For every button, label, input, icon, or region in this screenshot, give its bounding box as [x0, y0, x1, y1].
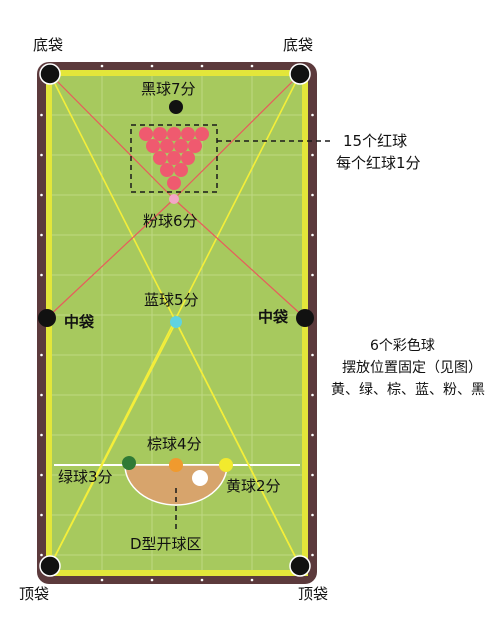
- blue-ball: [170, 316, 182, 328]
- label-reds-count: 15个红球: [343, 132, 407, 150]
- label-top-pocket-right: 顶袋: [298, 585, 328, 603]
- label-pink-ball: 粉球6分: [143, 212, 198, 230]
- label-bottom-pocket-right: 底袋: [283, 36, 313, 54]
- pocket-lines-red: [46, 73, 306, 319]
- pockets: [38, 63, 314, 577]
- cushion-markers: [40, 64, 314, 582]
- pocket-bottom-right: [289, 63, 311, 85]
- label-middle-pocket-right: 中袋: [258, 308, 289, 326]
- pocket-middle-right: [296, 309, 314, 327]
- label-yellow-ball: 黄球2分: [226, 477, 281, 495]
- brown-ball: [169, 458, 183, 472]
- pocket-middle-left: [38, 309, 56, 327]
- label-colors-placement: 摆放位置固定（见图）: [342, 360, 482, 376]
- pocket-top-left: [39, 555, 61, 577]
- label-top-pocket-left: 顶袋: [19, 585, 49, 603]
- pink-ball: [169, 194, 179, 204]
- label-black-ball: 黑球7分: [141, 80, 196, 98]
- pocket-top-right: [289, 555, 311, 577]
- label-colors-count: 6个彩色球: [370, 337, 435, 354]
- cue-ball: [192, 470, 208, 486]
- red-balls: [139, 127, 209, 190]
- label-middle-pocket-left: 中袋: [64, 313, 95, 331]
- pocket-bottom-left: [39, 63, 61, 85]
- dashed-guides: [130, 124, 330, 530]
- label-brown-ball: 棕球4分: [147, 435, 202, 453]
- label-blue-ball: 蓝球5分: [144, 291, 199, 309]
- label-green-ball: 绿球3分: [58, 468, 113, 486]
- label-colors-list: 黄、绿、棕、蓝、粉、黑: [331, 381, 485, 398]
- label-bottom-pocket-left: 底袋: [33, 36, 63, 54]
- yellow-ball: [219, 458, 233, 472]
- black-ball: [169, 100, 183, 114]
- label-d-zone: D型开球区: [130, 535, 202, 553]
- green-ball: [122, 456, 136, 470]
- label-reds-points: 每个红球1分: [336, 154, 421, 172]
